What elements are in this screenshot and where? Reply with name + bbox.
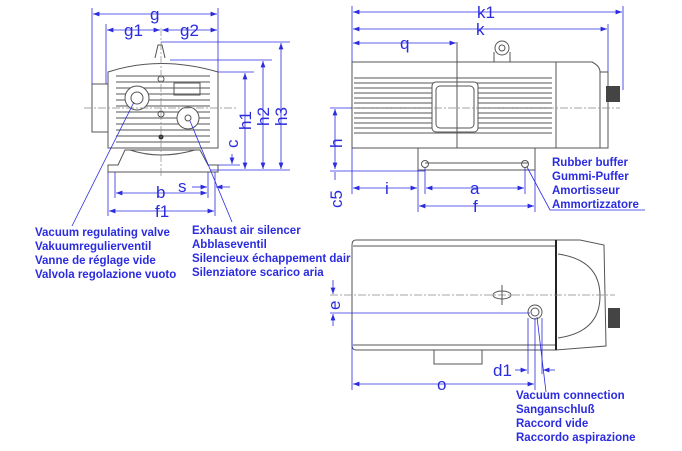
svg-text:Ammortizzatore: Ammortizzatore [552, 199, 639, 211]
dim-b: b [156, 183, 165, 202]
svg-text:Vakuumregulierventil: Vakuumregulierventil [35, 241, 151, 253]
dim-e: e [325, 301, 344, 310]
dim-g1: g1 [124, 21, 143, 40]
svg-text:Amortisseur: Amortisseur [552, 185, 620, 197]
dim-k1: k1 [477, 3, 495, 22]
svg-text:Vacuum regulating valve: Vacuum regulating valve [35, 227, 170, 239]
dim-s: s [178, 177, 187, 196]
dim-d1: d1 [493, 361, 512, 380]
vacuum-regulating-valve-label: Vacuum regulating valve Vakuumregulierve… [35, 227, 176, 281]
svg-text:Rubber buffer: Rubber buffer [552, 157, 629, 169]
dim-k: k [476, 20, 485, 39]
svg-text:Abblaseventil: Abblaseventil [192, 239, 267, 251]
dim-f: f [473, 197, 478, 216]
dim-h2: h2 [254, 107, 273, 126]
dim-c: c [223, 139, 242, 148]
svg-text:Sanganschluß: Sanganschluß [516, 404, 595, 416]
side-dimensions: k1 k q h c5 i a f [327, 3, 645, 216]
top-view [330, 239, 620, 365]
vacuum-connection-label: Vacuum connection Sanganschluß Raccord v… [516, 390, 636, 444]
svg-text:Valvola regolazione vuoto: Valvola regolazione vuoto [35, 269, 176, 281]
svg-text:Vanne de réglage vide: Vanne de réglage vide [35, 255, 156, 267]
dim-g: g [150, 5, 159, 24]
dim-g2: g2 [180, 21, 199, 40]
dim-i: i [385, 179, 389, 198]
svg-text:Gummi-Puffer: Gummi-Puffer [552, 171, 629, 183]
top-dimensions: e o d1 [325, 280, 555, 394]
svg-text:Silencieux échappement dair: Silencieux échappement dair [192, 253, 351, 265]
dim-a: a [470, 179, 480, 198]
dim-h3: h3 [272, 107, 291, 126]
svg-text:Silenziatore scarico aria: Silenziatore scarico aria [192, 267, 324, 279]
dim-f1: f1 [155, 202, 169, 221]
svg-text:Raccordo aspirazione: Raccordo aspirazione [516, 432, 636, 444]
dim-h1: h1 [236, 111, 255, 130]
front-view [84, 28, 236, 178]
dim-o: o [437, 375, 446, 394]
rubber-buffer-label: Rubber buffer Gummi-Puffer Amortisseur A… [552, 157, 639, 211]
svg-text:Exhaust air silencer: Exhaust air silencer [192, 225, 301, 237]
side-view [350, 40, 620, 171]
svg-text:Vacuum connection: Vacuum connection [516, 390, 625, 402]
dim-c5: c5 [327, 190, 346, 208]
front-dimensions: g g1 g2 h1 h2 h3 c b f1 s [71, 5, 291, 227]
svg-text:Raccord vide: Raccord vide [516, 418, 588, 430]
dim-q: q [400, 34, 409, 53]
exhaust-air-silencer-label: Exhaust air silencer Abblaseventil Silen… [192, 225, 351, 279]
dim-h: h [327, 139, 346, 148]
